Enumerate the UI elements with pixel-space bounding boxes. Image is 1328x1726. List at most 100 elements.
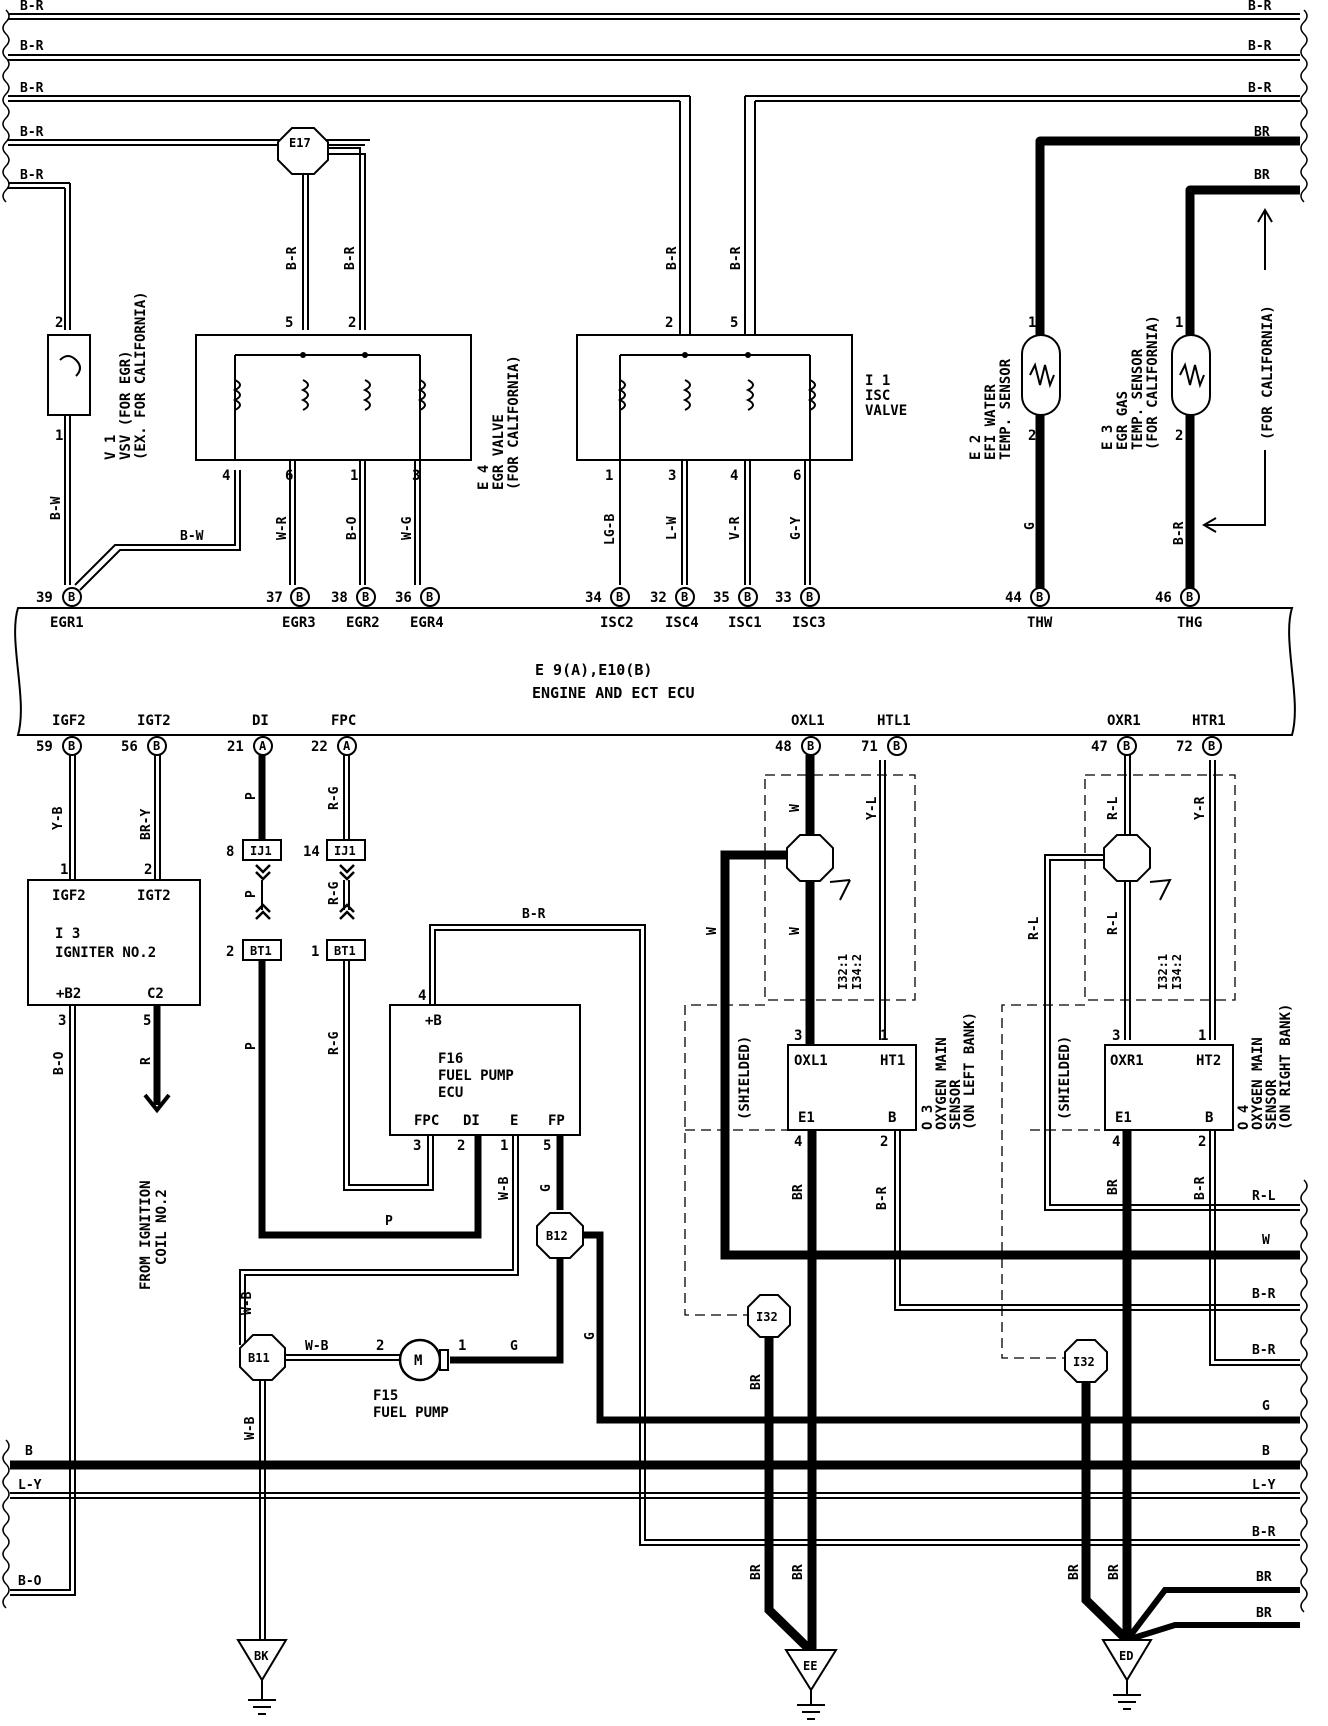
- ground-bk: [236, 1639, 288, 1715]
- pin-name: EGR2: [346, 615, 380, 631]
- pin-connector: B: [153, 739, 160, 753]
- component-label: (FOR CALIFORNIA): [1145, 315, 1161, 450]
- wire-label: G: [583, 1332, 598, 1340]
- pin-name: ISC2: [600, 615, 634, 631]
- pin-connector: B: [616, 590, 623, 604]
- pin-name: ISC4: [665, 615, 699, 631]
- pin-number: 4: [730, 468, 738, 484]
- pin-number: 2: [1198, 1134, 1206, 1150]
- note-label: COIL NO.2: [154, 1189, 170, 1265]
- wire-label: BR: [749, 1374, 764, 1390]
- note-label: I34:2: [1170, 954, 1184, 990]
- wire-label: B-O: [345, 516, 360, 540]
- bus-label: L-Y: [18, 1478, 42, 1493]
- bus-label: B-O: [18, 1574, 42, 1589]
- pin-connector: B: [1036, 590, 1043, 604]
- component-label: ECU: [438, 1085, 463, 1101]
- pin-connector: B: [893, 739, 900, 753]
- pin-name: EGR1: [50, 615, 84, 631]
- pin-number: 2: [348, 315, 356, 331]
- component-label: +B: [425, 1013, 442, 1029]
- pin-connector: B: [68, 739, 75, 753]
- pin-connector: B: [807, 739, 814, 753]
- pin-number: 1: [605, 468, 613, 484]
- pin-name: EGR3: [282, 615, 316, 631]
- component-label: O 4: [1236, 1105, 1252, 1130]
- pin-number: 3: [1112, 1028, 1120, 1044]
- ground-label: BK: [254, 1649, 269, 1663]
- note-label: (SHIELDED): [1057, 1036, 1073, 1120]
- wire-label: BR: [1107, 1564, 1122, 1580]
- di-fpc-wiring: [242, 755, 482, 1239]
- pin-number: 4: [222, 468, 230, 484]
- wire-label: L-W: [665, 516, 680, 540]
- pin-number: 38: [331, 590, 348, 606]
- pin-connector: A: [343, 739, 351, 753]
- component-label: E 4: [476, 465, 492, 490]
- pin-number: 1: [1198, 1028, 1206, 1044]
- bus-label: B-R: [1252, 1287, 1276, 1302]
- component-label: SENSOR: [948, 1079, 964, 1130]
- junction-b12: [450, 1212, 1300, 1424]
- pin-number: 33: [775, 590, 792, 606]
- bus-label: BR: [1256, 1606, 1272, 1621]
- wire-label: G: [510, 1339, 518, 1354]
- pin-connector: B: [296, 590, 303, 604]
- component-label: ISC: [865, 388, 890, 404]
- pin-number: 2: [55, 315, 63, 331]
- pin-name: HTR1: [1192, 713, 1226, 729]
- component-label: (FOR CALIFORNIA): [506, 355, 522, 490]
- egr-gas-temp-sensor-e3: [1171, 334, 1211, 595]
- for-california-arrow: [1202, 208, 1273, 533]
- pin-number: 47: [1091, 739, 1108, 755]
- pin-name: HTL1: [877, 713, 911, 729]
- note-label: I34:2: [850, 954, 864, 990]
- component-label: FUEL PUMP: [373, 1405, 449, 1421]
- pin-number: 72: [1176, 739, 1193, 755]
- wire-label: G: [1023, 522, 1038, 530]
- ecu-name: ENGINE AND ECT ECU: [532, 684, 695, 702]
- wire-label: W-B: [243, 1416, 258, 1440]
- pin-number: 5: [543, 1138, 551, 1154]
- component-label: EFI WATER: [983, 384, 999, 460]
- wire-label: B-R: [522, 907, 546, 922]
- wire-label: R-G: [327, 881, 342, 905]
- component-label: +B2: [56, 986, 81, 1002]
- pin-connector: B: [744, 590, 751, 604]
- junction-i32-left: [747, 1294, 814, 1654]
- bus-label: B-R: [20, 81, 44, 96]
- isc-valve-i1: [576, 96, 853, 585]
- bus-label: B-R: [1248, 81, 1272, 96]
- pin-connector: B: [1208, 739, 1215, 753]
- pin-number: 5: [143, 1013, 151, 1029]
- component-label: B: [1205, 1110, 1213, 1126]
- ground-label: EE: [803, 1659, 817, 1673]
- pin-number: 48: [775, 739, 792, 755]
- pin-number: 2: [880, 1134, 888, 1150]
- wire-label: W-R: [275, 516, 290, 540]
- bus-label: R-L: [1252, 1189, 1276, 1204]
- junction-label: B11: [248, 1351, 270, 1365]
- fuel-pump-f15: [398, 1338, 449, 1382]
- pin-number: 6: [793, 468, 801, 484]
- pin-number: 1: [1175, 315, 1183, 331]
- wire-label: Y-L: [865, 796, 880, 820]
- wire-label: BR-Y: [139, 809, 154, 840]
- pin-number: 1: [350, 468, 358, 484]
- wire-label: BR: [791, 1564, 806, 1580]
- pin-connector: B: [1186, 590, 1193, 604]
- component-label: C2: [147, 986, 164, 1002]
- pin-number: 3: [668, 468, 676, 484]
- wire-label: B-R: [343, 246, 358, 270]
- wire-label: W-B: [497, 1176, 512, 1200]
- pin-number: 36: [395, 590, 412, 606]
- pin-number: 2: [144, 862, 152, 878]
- wire-label: BR: [1067, 1564, 1082, 1580]
- pin-number: 4: [794, 1134, 802, 1150]
- wire-label: W-B: [305, 1339, 329, 1354]
- wire-label: P: [244, 792, 259, 800]
- component-label: I 1: [865, 373, 890, 389]
- pin-connector: B: [1123, 739, 1130, 753]
- ground-ed: [1101, 1639, 1153, 1710]
- wire-label: R-L: [1106, 796, 1121, 820]
